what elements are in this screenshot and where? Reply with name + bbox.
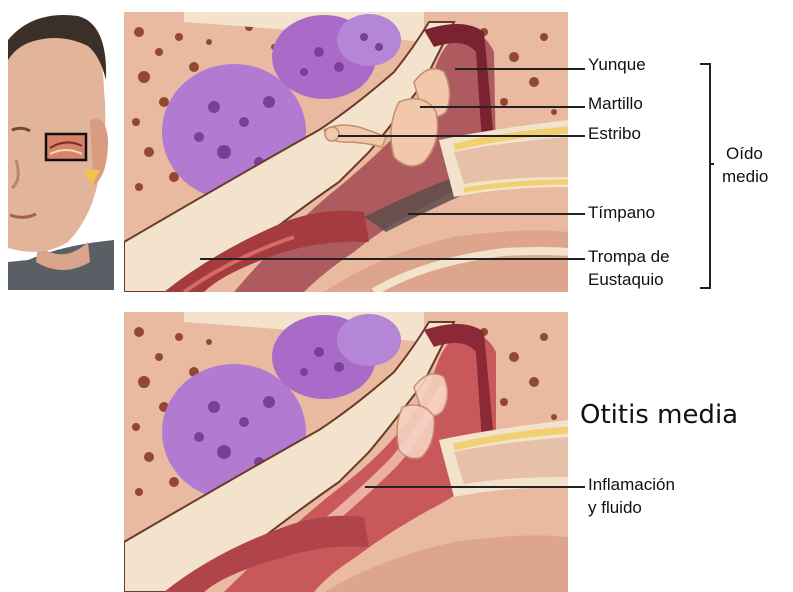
martillo-leader <box>420 106 585 108</box>
trompa-leader <box>200 258 585 260</box>
otitis-media-title: Otitis media <box>580 400 738 430</box>
label-timpano: Tímpano <box>588 202 655 223</box>
timpano-leader <box>408 213 585 215</box>
oido-medio-bracket <box>698 62 714 290</box>
middle-ear-anatomy-panel <box>124 12 568 292</box>
face-illustration <box>8 10 114 290</box>
otitis-media-panel <box>124 312 568 592</box>
yunque-leader <box>455 68 585 70</box>
label-martillo: Martillo <box>588 93 643 114</box>
label-trompa-line2: Eustaquio <box>588 269 664 290</box>
label-oido-medio-line1: Oído <box>726 143 763 164</box>
estribo-leader <box>338 135 585 137</box>
label-inflamacion-line2: y fluido <box>588 497 642 518</box>
label-inflamacion-line1: Inflamación <box>588 474 675 495</box>
otitis-media-illustration <box>124 312 568 592</box>
label-estribo: Estribo <box>588 123 641 144</box>
inflamacion-leader <box>365 486 585 488</box>
label-trompa-line1: Trompa de <box>588 246 670 267</box>
middle-ear-illustration <box>124 12 568 292</box>
label-oido-medio-line2: medio <box>722 166 768 187</box>
face-thumbnail <box>8 10 114 290</box>
label-yunque: Yunque <box>588 54 646 75</box>
